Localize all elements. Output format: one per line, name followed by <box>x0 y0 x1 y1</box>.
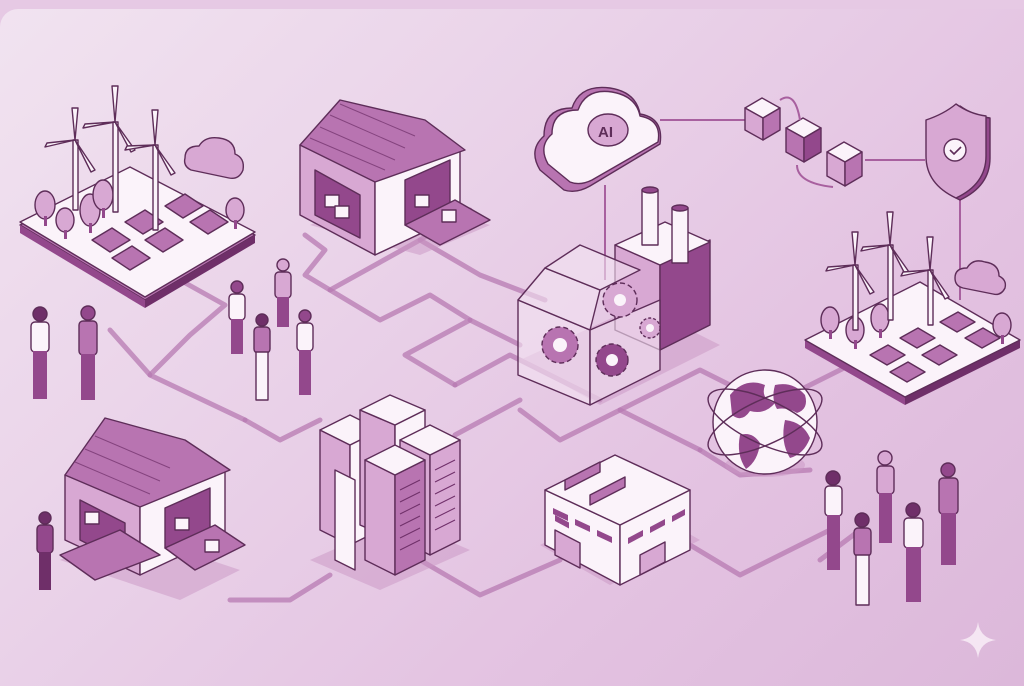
blockchain-blocks <box>744 96 863 188</box>
cloud-icon <box>954 260 1007 296</box>
block <box>826 141 863 187</box>
smart-factory <box>517 186 720 406</box>
people-group-left <box>30 305 98 400</box>
person <box>824 470 843 570</box>
block <box>785 117 822 163</box>
ai-cloud: AI <box>534 86 662 193</box>
person <box>228 280 246 354</box>
person <box>78 305 98 400</box>
globe <box>707 369 823 477</box>
solar-panels <box>869 311 1001 383</box>
wind-turbines <box>825 211 950 331</box>
person <box>36 511 54 590</box>
person <box>903 502 924 602</box>
warehouse-top <box>299 99 491 256</box>
people-group-top-center <box>228 258 314 401</box>
block <box>744 97 781 141</box>
warehouse-bottom <box>36 417 246 600</box>
person <box>274 258 292 327</box>
wind-solar-farm-right <box>804 211 1021 405</box>
chimney <box>641 189 659 246</box>
ai-label: AI <box>598 124 613 141</box>
gears <box>541 282 661 377</box>
chimney <box>671 207 689 264</box>
trees <box>34 179 245 239</box>
person <box>30 306 50 399</box>
person <box>938 462 959 565</box>
brain-icon <box>587 113 629 147</box>
wind-solar-farm-left <box>19 85 256 308</box>
wind-turbines <box>44 85 176 231</box>
check-icon <box>949 146 962 156</box>
person <box>253 313 271 401</box>
person <box>853 512 872 606</box>
data-center <box>310 394 470 590</box>
office-building <box>540 454 700 586</box>
person <box>296 309 314 395</box>
cloud-icon <box>183 136 245 180</box>
solar-panels <box>91 193 229 271</box>
people-group-bottom-right <box>824 450 959 606</box>
person <box>876 450 895 543</box>
security-shield <box>925 103 991 201</box>
sparkle-icon <box>960 622 996 658</box>
